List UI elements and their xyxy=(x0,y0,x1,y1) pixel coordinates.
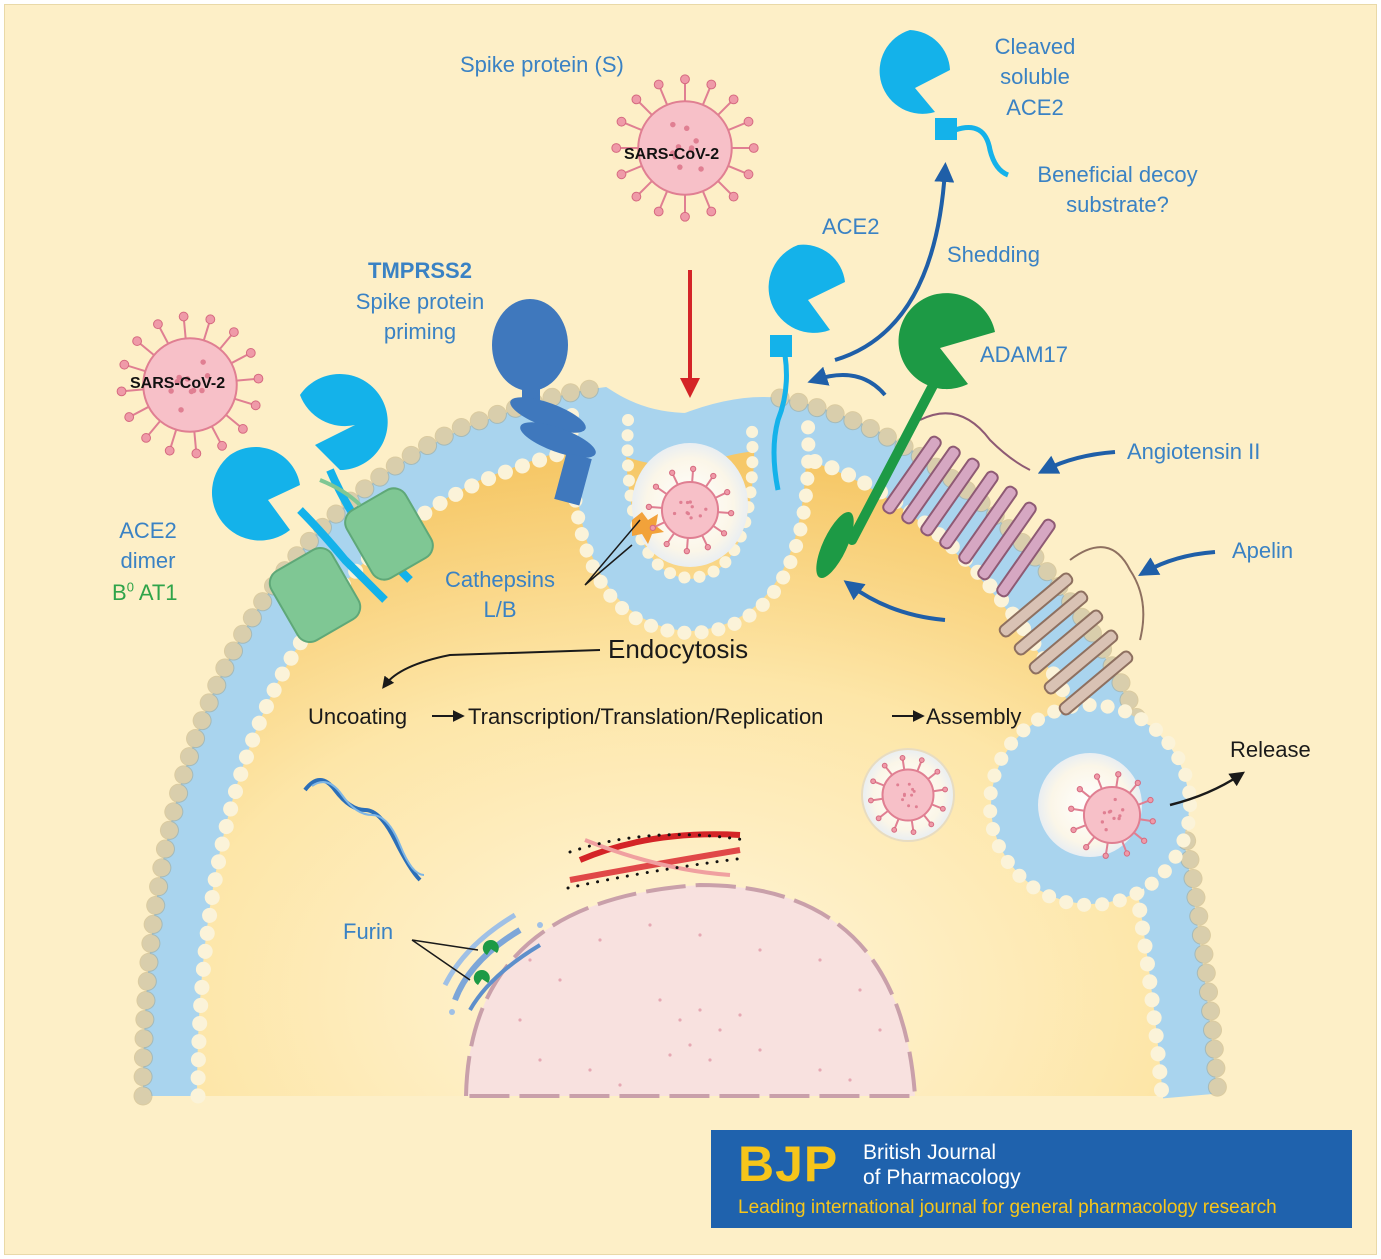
b0at1-base: B xyxy=(112,580,127,605)
b0at1-rest: AT1 xyxy=(133,580,178,605)
cathepsins-label-line1: Cathepsins xyxy=(444,567,556,592)
b0at1-transporter-icon xyxy=(268,487,434,644)
furin-pointer xyxy=(411,939,479,981)
ace2-label: ACE2 xyxy=(822,214,880,239)
ace2-to-adam17-arrow xyxy=(807,366,887,397)
b0at1-label: B0 AT1 xyxy=(112,578,178,608)
journal-banner: BJP British Journal of Pharmacology Lead… xyxy=(711,1130,1352,1228)
nucleus-icon xyxy=(463,882,918,1098)
b0at1-sup: 0 xyxy=(126,579,134,595)
priming-label-line2: priming xyxy=(383,319,457,345)
sars-cov-2-left-label: SARS-CoV-2 xyxy=(130,375,226,392)
angiotensin-arrow xyxy=(1037,450,1116,474)
gpcr-at1-icon xyxy=(882,435,1056,598)
decoy-label-line1: Beneficial decoy xyxy=(1037,162,1198,187)
furin-icon xyxy=(473,939,499,985)
transcription-label: Transcription/Translation/Replication xyxy=(468,704,824,729)
priming-label: Spike protein priming xyxy=(340,287,500,348)
ace2-dimer-label-line2: dimer xyxy=(120,548,176,574)
journal-name-line1: British Journal xyxy=(863,1141,997,1164)
apelin-label: Apelin xyxy=(1232,538,1294,563)
shedding-label: Shedding xyxy=(947,242,1040,267)
journal-logo: BJP xyxy=(738,1136,839,1192)
priming-label-line1: Spike protein xyxy=(355,289,485,314)
decoy-label: Beneficial decoy substrate? xyxy=(1020,160,1215,221)
cleaved-label-line1: Cleaved xyxy=(994,34,1076,59)
gpcr-apelin-icon xyxy=(998,572,1134,716)
journal-name: British Journal of Pharmacology xyxy=(863,1140,1163,1190)
ace2-receptor-icon xyxy=(768,244,845,491)
arrows xyxy=(382,162,1245,981)
adam17-label: ADAM17 xyxy=(980,342,1069,367)
ace2-dimer-icon xyxy=(211,374,413,603)
journal-tagline: Leading international journal for genera… xyxy=(738,1197,1277,1218)
endocytosis-label: Endocytosis xyxy=(608,634,749,664)
tmprss2-protease-icon xyxy=(492,299,596,506)
furin-label: Furin xyxy=(343,919,394,944)
internal-arrow xyxy=(843,580,946,622)
spike-protein-label: Spike protein (S) xyxy=(460,52,624,77)
sars-cov-2-virus-icon xyxy=(1068,771,1156,859)
decoy-label-line2: substrate? xyxy=(1066,192,1169,218)
sars-cov-2-virus-icon xyxy=(611,74,759,222)
assembly-label: Assembly xyxy=(926,704,1022,729)
cathepsin-pointer xyxy=(584,519,641,586)
sars-cov-2-virus-icon xyxy=(868,755,948,835)
shedding-arrow xyxy=(834,162,955,362)
virus-layer xyxy=(116,74,1156,859)
sars-cov-2-top-label: SARS-CoV-2 xyxy=(624,146,720,163)
chromatin-dots xyxy=(518,923,882,1087)
tmprss2-label: TMPRSS2 xyxy=(368,258,472,283)
cathepsins-label: Cathepsins L/B xyxy=(440,565,560,626)
journal-name-line2: of Pharmacology xyxy=(863,1166,1021,1190)
cathepsins-label-line2: L/B xyxy=(483,597,517,623)
cleaved-label-line3: ACE2 xyxy=(1006,94,1064,120)
ace2-dimer-label: ACE2 dimer xyxy=(108,516,188,577)
golgi xyxy=(442,912,543,1015)
endocytic-pit xyxy=(564,408,816,641)
angiotensin-label: Angiotensin II xyxy=(1127,439,1261,464)
apelin-arrow xyxy=(1138,550,1216,576)
sars-cov-2-virus-icon xyxy=(116,311,264,459)
endocytosis-arrow xyxy=(382,649,601,689)
cleaved-ace2-label: Cleaved soluble ACE2 xyxy=(985,32,1085,123)
release-arrow xyxy=(1169,771,1245,807)
cleaved-label-line2: soluble xyxy=(1000,64,1070,90)
cytoplasm xyxy=(160,429,1185,1096)
er-filaments xyxy=(566,831,747,890)
uncoating-label: Uncoating xyxy=(308,704,408,729)
sars-cov-2-virus-icon xyxy=(645,465,735,555)
ace2-dimer-label-line1: ACE2 xyxy=(119,518,177,543)
adam17-protease-icon xyxy=(816,293,995,579)
cleaved-ace2-icon xyxy=(879,30,1010,178)
release-label: Release xyxy=(1230,737,1311,762)
